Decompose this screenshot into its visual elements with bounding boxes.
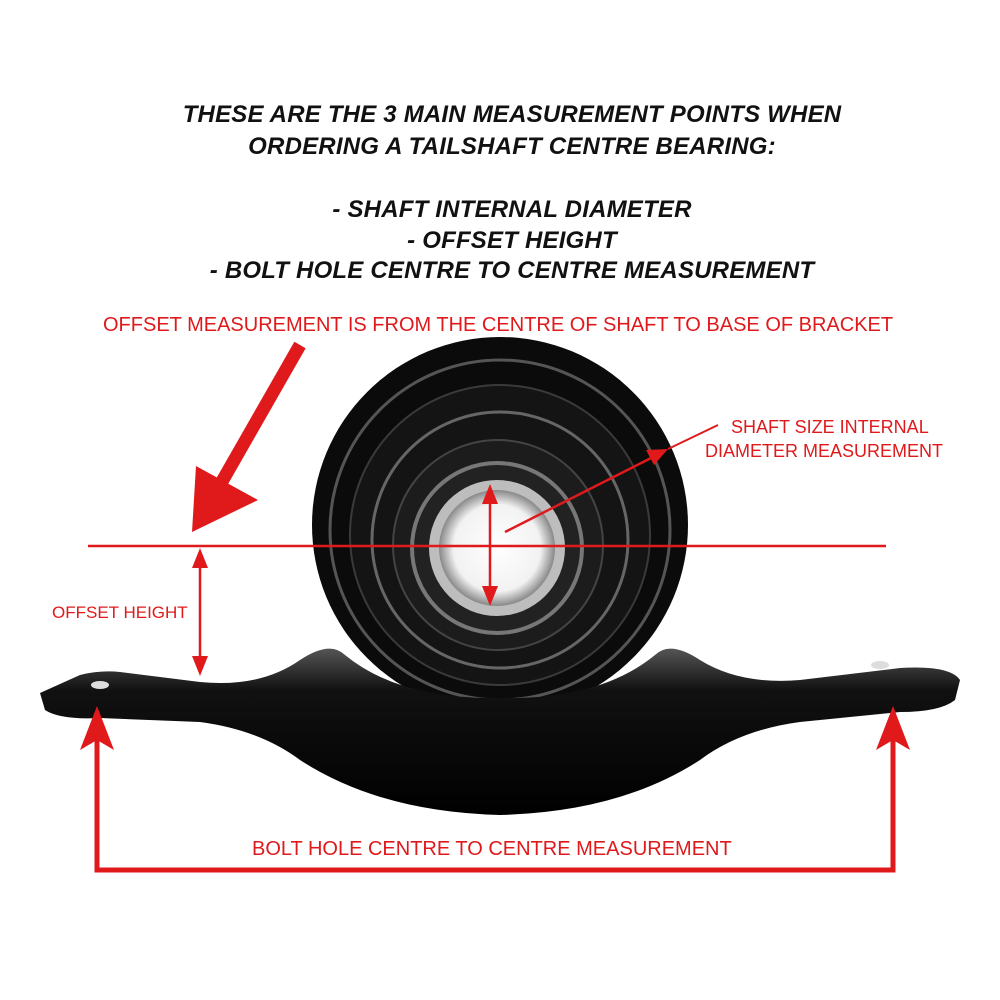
- measurement-marks: [80, 341, 910, 873]
- heading-point-1: - SHAFT INTERNAL DIAMETER: [332, 196, 692, 223]
- shaft-label-line-2: DIAMETER MEASUREMENT: [705, 441, 944, 461]
- bearing: [312, 337, 688, 713]
- offset-height-label: OFFSET HEIGHT: [52, 603, 188, 622]
- offset-note: OFFSET MEASUREMENT IS FROM THE CENTRE OF…: [103, 314, 894, 336]
- heading-point-3: - BOLT HOLE CENTRE TO CENTRE MEASUREMENT: [209, 257, 815, 284]
- offset-height-arrow: [192, 548, 208, 676]
- shaft-diameter-arrow: [482, 484, 498, 606]
- heading-line-1: THESE ARE THE 3 MAIN MEASUREMENT POINTS …: [182, 101, 842, 128]
- bolt-hole-label: BOLT HOLE CENTRE TO CENTRE MEASUREMENT: [252, 838, 732, 860]
- heading-point-2: - OFFSET HEIGHT: [407, 227, 617, 254]
- bracket: [40, 648, 960, 815]
- shaft-label-line-1: SHAFT SIZE INTERNAL: [731, 417, 929, 437]
- bolt-hole-bracket-arrow: [80, 706, 910, 873]
- heading-line-2: ORDERING A TAILSHAFT CENTRE BEARING:: [248, 133, 776, 160]
- shaft-pointer-arrow: [504, 424, 719, 534]
- offset-pointer-arrow: [192, 341, 306, 532]
